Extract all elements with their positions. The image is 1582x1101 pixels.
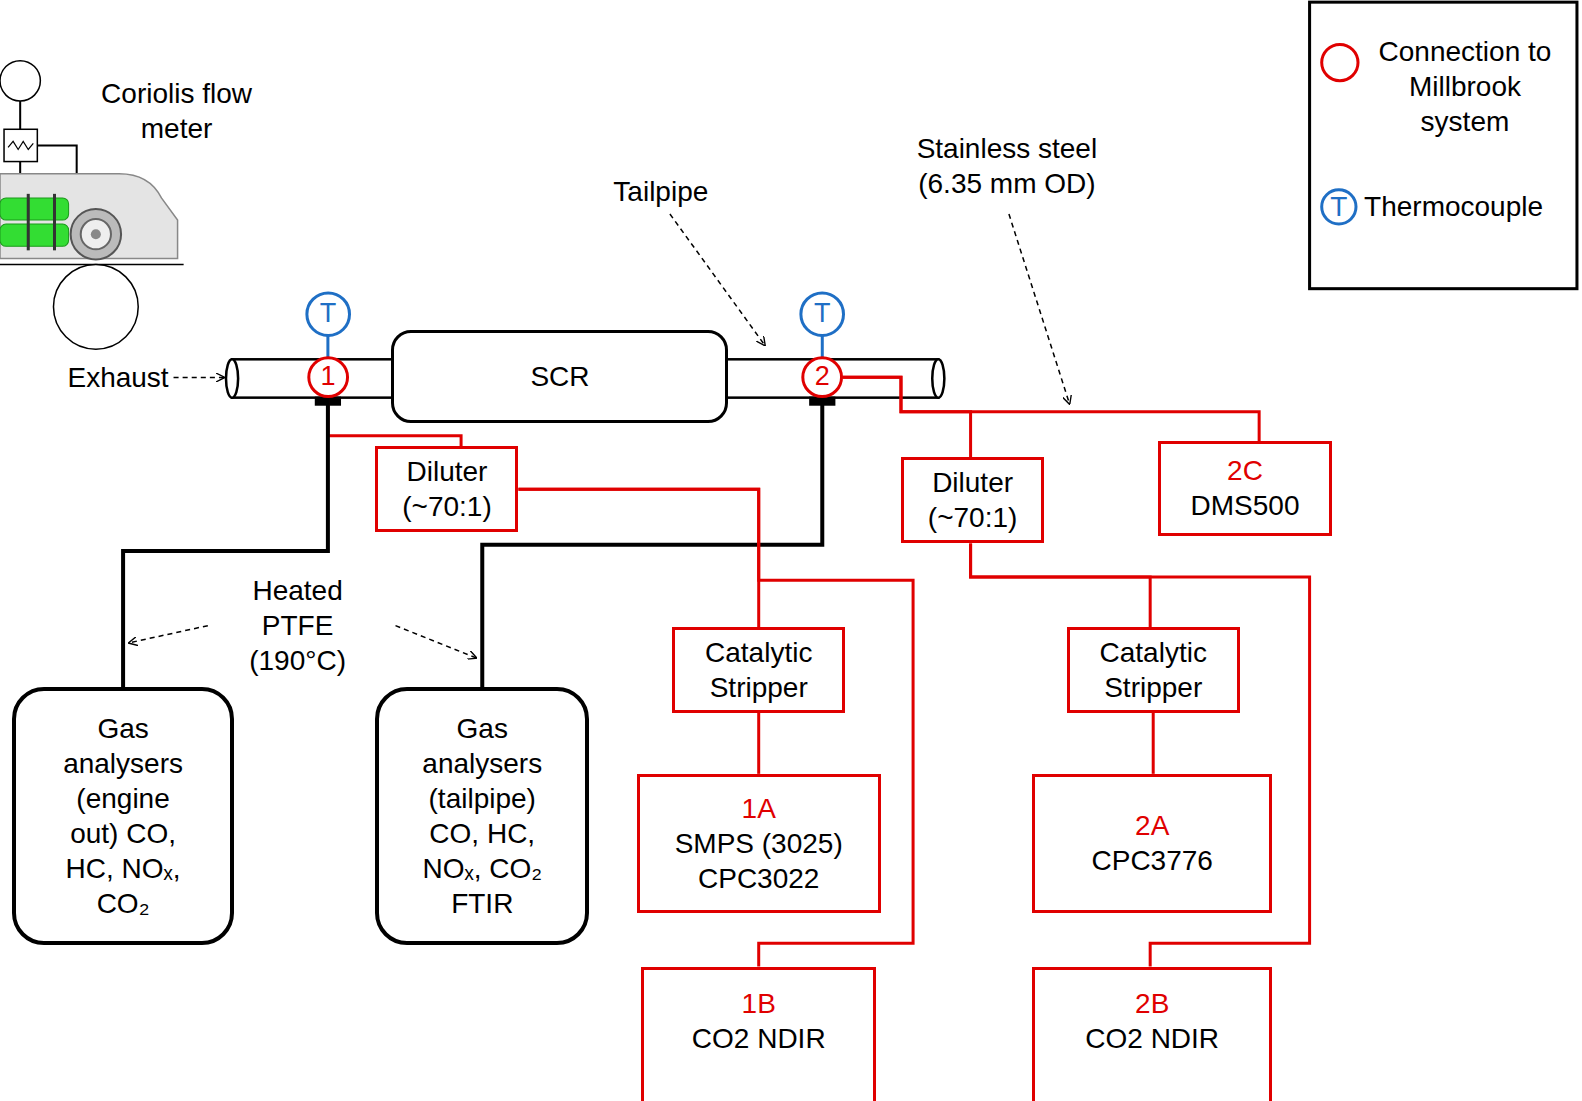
cylinder-strap [27, 194, 30, 251]
node-text: T [320, 297, 337, 331]
node-text: 2 [815, 360, 830, 394]
node-text: SMPS (3025) CPC3022 [653, 826, 865, 896]
truck-wheel [71, 209, 121, 259]
flow-meter-body [4, 129, 37, 161]
pipe-end [932, 359, 944, 397]
instrument-box: 2ACPC3776 [1032, 774, 1272, 913]
node-text: Gas analysers (tailpipe) CO, HC, NOₓ, CO… [412, 711, 553, 921]
instrument-id: 1A [742, 791, 776, 826]
sample-line [1152, 713, 1155, 774]
legend-text: Connection to Millbrook system [1374, 34, 1556, 139]
sample-line [971, 543, 1310, 966]
pipe-end [226, 359, 238, 397]
legend-swatch [1322, 44, 1358, 80]
analyser-box: Gas analysers (tailpipe) CO, HC, NOₓ, CO… [375, 687, 589, 945]
legend-symbol-text: T [1330, 189, 1347, 224]
node-text: SCR [530, 359, 589, 394]
thermocouple: T [800, 292, 844, 336]
sample-line [757, 713, 760, 774]
material-label: Stainless steel (6.35 mm OD) [886, 131, 1128, 201]
node-text: CPC3776 [1091, 843, 1212, 878]
node-text: CO2 NDIR [692, 1021, 826, 1056]
node-text: Catalytic Stripper [688, 635, 829, 705]
instrument-box: 2CDMS500 [1158, 441, 1333, 536]
leader-arrow [670, 214, 765, 345]
cylinder-strap [53, 194, 56, 251]
truck-wheel-hub [81, 219, 111, 249]
sample-line [821, 336, 824, 357]
instrument-label: Coriolis flow meter [81, 76, 273, 146]
instrument-box: 1ASMPS (3025) CPC3022 [637, 774, 881, 913]
instrument-id: 2B [1135, 986, 1169, 1021]
sample-line [123, 398, 328, 688]
dyno-roller [53, 264, 138, 349]
part-label: Tailpipe [613, 174, 708, 209]
leader-arrow [1009, 214, 1070, 404]
sample-line [842, 377, 970, 457]
node-text: Catalytic Stripper [1083, 635, 1224, 705]
truck-wheel-center [91, 229, 101, 239]
node-text: 1 [320, 360, 335, 394]
meter-line [19, 101, 21, 129]
node-text: Diluter (~70:1) [391, 454, 502, 524]
instrument-id: 2A [1135, 808, 1169, 843]
flow-meter-gauge [0, 61, 40, 101]
instrument-box: 2BCO2 NDIR [1032, 967, 1272, 1101]
instrument-id: 1B [742, 986, 776, 1021]
circle-outline [801, 292, 844, 335]
stripper-box: Catalytic Stripper [1067, 627, 1240, 713]
material-label: Heated PTFE (190°C) [237, 573, 358, 678]
flow-meter-symbol [8, 141, 33, 149]
sample-line [971, 543, 1151, 627]
circle-outline [803, 358, 842, 397]
connection-point: 2 [802, 357, 842, 397]
instrument-box: 1BCO2 NDIR [641, 967, 876, 1101]
thermocouple: T [306, 292, 350, 336]
leader-arrow [396, 626, 477, 658]
circle-outline [307, 292, 350, 335]
node-text: CO2 NDIR [1085, 1021, 1219, 1056]
legend-box [1310, 2, 1577, 289]
gas-cylinder [0, 198, 69, 220]
gas-cylinder [0, 224, 69, 246]
legend-text: Thermocouple [1364, 189, 1543, 224]
diluter-box: Diluter (~70:1) [375, 446, 518, 532]
sample-line [518, 489, 758, 627]
node-text: DMS500 [1191, 488, 1300, 523]
instrument-id: 2C [1227, 453, 1263, 488]
diluter-box: Diluter (~70:1) [901, 457, 1044, 543]
stripper-box: Catalytic Stripper [672, 627, 845, 713]
connection-point: 1 [308, 357, 348, 397]
analyser-box: Gas analysers (engine out) CO, HC, NOₓ, … [12, 687, 234, 945]
scr-box: SCR [391, 330, 728, 423]
leader-arrow [129, 626, 208, 643]
node-text: Gas analysers (engine out) CO, HC, NOₓ, … [52, 711, 193, 921]
legend-swatch [1322, 190, 1356, 224]
leader-arrow [174, 377, 224, 379]
sample-line [842, 377, 1259, 441]
node-text: Diluter (~70:1) [917, 465, 1028, 535]
sample-line [326, 336, 329, 357]
flow-label: Exhaust [67, 360, 168, 395]
node-text: T [814, 297, 831, 331]
circle-outline [309, 358, 348, 397]
